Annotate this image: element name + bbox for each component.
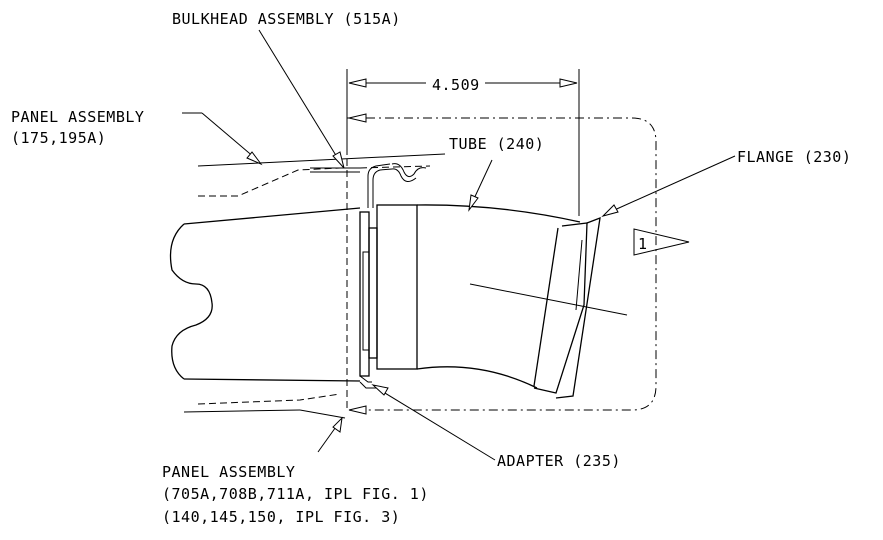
leader-bulkhead [258, 29, 345, 169]
adapter-part [359, 204, 418, 377]
leader-flange [601, 155, 736, 217]
panel-assembly-top-label-line2: (175,195A) [11, 129, 106, 147]
tube-label: TUBE (240) [449, 135, 544, 153]
bulkhead-assembly-label: BULKHEAD ASSEMBLY (515A) [172, 10, 401, 28]
flange-part [533, 216, 601, 399]
leader-panel-bottom [317, 416, 343, 453]
dimension-value: 4.509 [432, 76, 480, 94]
panel-assembly-bottom-label-line3: (140,145,150, IPL FIG. 3) [162, 508, 400, 526]
panel-assembly-bottom-label-line1: PANEL ASSEMBLY [162, 463, 295, 481]
flange-label: FLANGE (230) [737, 148, 851, 166]
panel-assembly-bottom-label-line2: (705A,708B,711A, IPL FIG. 1) [162, 485, 429, 503]
panel-assembly-bottom [183, 393, 346, 419]
leader-tube [468, 159, 493, 212]
adapter-label: ADAPTER (235) [497, 452, 621, 470]
inlet-duct [169, 207, 361, 382]
leader-adapter [371, 384, 496, 461]
flag-note-number: 1 [638, 235, 648, 253]
panel-assembly-top [197, 153, 446, 197]
bulkhead-assembly [359, 163, 427, 389]
panel-assembly-top-label-line1: PANEL ASSEMBLY [11, 108, 144, 126]
envelope-outline [347, 117, 657, 411]
tube-part [416, 204, 628, 389]
leader-panel-top [182, 112, 263, 166]
dimension-line [346, 69, 580, 216]
flag-note: 1 [633, 228, 690, 256]
